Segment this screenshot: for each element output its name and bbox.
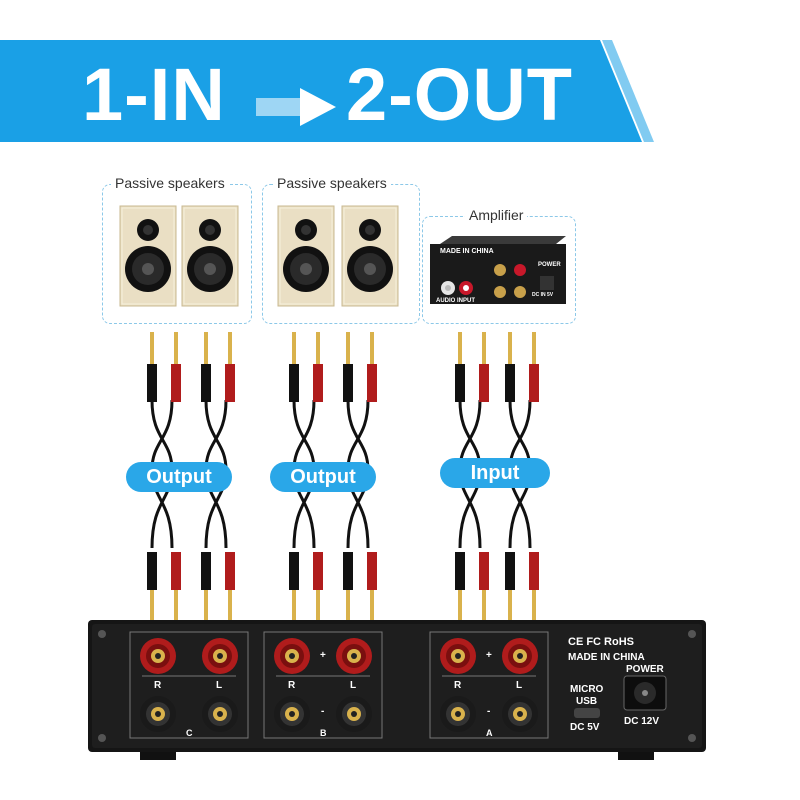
mini-amp-audio-input: AUDIO INPUT — [436, 298, 475, 304]
arrow-icon — [300, 88, 336, 126]
section-c-r-label: R — [154, 680, 162, 691]
section-a-minus: - — [487, 706, 491, 717]
arrow-icon-shaft — [256, 98, 308, 116]
speakers-card-2-label: Passive speakers — [273, 175, 391, 191]
section-c-l-label: L — [216, 680, 223, 691]
speakers-card-1-label: Passive speakers — [111, 175, 229, 191]
banner-input-text: 1-IN — [82, 53, 226, 136]
section-b-letter: B — [320, 728, 327, 738]
power-label: POWER — [626, 664, 664, 675]
section-a-l-label: L — [516, 680, 523, 691]
section-b-r-label: R — [288, 680, 296, 691]
section-b-l-label: L — [350, 680, 357, 691]
mini-amp-dc-label: DC IN 5V — [532, 292, 554, 298]
made-in-china-label: MADE IN CHINA — [568, 652, 645, 663]
output-pill-2: Output — [270, 462, 376, 492]
micro-usb-port — [574, 708, 600, 718]
section-b-minus: - — [321, 706, 325, 717]
input-pill: Input — [440, 458, 550, 488]
section-a-r-label: R — [454, 680, 462, 691]
banner-output-text: 2-OUT — [346, 53, 573, 136]
micro-label: MICRO — [570, 684, 604, 695]
section-c-letter: C — [186, 728, 193, 738]
dc12v-label: DC 12V — [624, 716, 660, 727]
section-b-plus: + — [320, 650, 326, 661]
output-pill-1: Output — [126, 462, 232, 492]
amplifier-card-label: Amplifier — [465, 207, 528, 223]
banner-shape — [0, 40, 654, 142]
mini-amp-made-in-china: MADE IN CHINA — [440, 248, 494, 255]
usb-label: USB — [576, 696, 598, 707]
section-a-plus: + — [486, 650, 492, 661]
mini-amplifier — [430, 236, 566, 304]
dc5v-label: DC 5V — [570, 722, 600, 733]
header-banner: 1-IN 2-OUT — [0, 0, 800, 160]
mini-amp-power-label: POWER — [538, 262, 561, 268]
cert-marks: CE FC RoHS — [568, 636, 634, 648]
section-a-letter: A — [486, 728, 493, 738]
